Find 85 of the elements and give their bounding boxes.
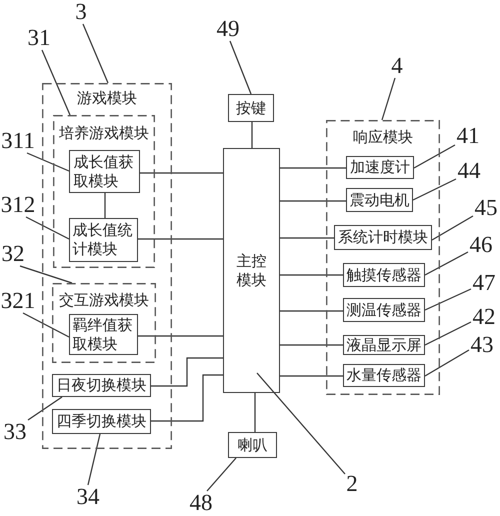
group-title: 交互游戏模块 (59, 291, 149, 309)
callout-number: 46 (468, 233, 494, 257)
leader-line (26, 152, 70, 172)
connector-line (254, 393, 256, 432)
module-label: 日夜切换模块 (56, 376, 146, 395)
module-label: 按键 (236, 98, 266, 118)
leader-line (256, 372, 346, 474)
module-label: 系统计时模块 (338, 228, 428, 247)
leader-line (229, 40, 252, 94)
module-group-frame (326, 120, 440, 395)
module-label: 成长值统计模块 (72, 221, 134, 259)
connector-line (280, 310, 343, 312)
module-group-frame (53, 115, 155, 268)
leader-line (424, 251, 468, 276)
leader-line (41, 50, 71, 116)
leader-line (22, 312, 70, 338)
module-box (343, 364, 425, 387)
module-label: 成长值获取模块 (74, 152, 134, 190)
leader-line (206, 458, 236, 492)
module-label: 液晶显示屏 (346, 336, 422, 354)
leader-line (82, 24, 109, 84)
module-box (343, 298, 425, 322)
callout-number: 32 (0, 242, 26, 266)
leader-line (424, 321, 472, 346)
callout-number: 321 (0, 289, 36, 313)
callout-number: 34 (75, 485, 101, 509)
connector-line (151, 374, 223, 422)
module-box (346, 188, 413, 212)
connector-line (280, 200, 346, 202)
module-group-frame (42, 83, 172, 449)
connector-line (280, 237, 334, 239)
module-label: 震动电机 (350, 190, 410, 210)
module-box (346, 156, 414, 179)
callout-number: 41 (455, 124, 481, 148)
module-box (69, 150, 140, 193)
module-label: 加速度计 (350, 158, 410, 177)
callout-number: 311 (0, 129, 36, 153)
leader-line (424, 288, 472, 311)
connector-line (280, 375, 343, 377)
callout-number: 33 (2, 420, 28, 444)
connector-line (280, 167, 346, 169)
leader-line (381, 78, 396, 120)
module-label: 水量传感器 (346, 366, 422, 385)
module-box (343, 263, 425, 287)
callout-number: 47 (471, 271, 497, 295)
group-title: 响应模块 (353, 128, 413, 146)
leader-line (26, 216, 70, 240)
callout-number: 3 (74, 0, 88, 24)
connector-line (151, 357, 223, 387)
module-label: 喇叭 (238, 436, 268, 454)
module-box (228, 94, 274, 122)
group-title: 培养游戏模块 (59, 124, 149, 142)
module-label: 羁绊值获取模块 (72, 316, 134, 354)
leader-line (412, 178, 456, 201)
module-label: 触摸传感器 (346, 266, 422, 284)
callout-number: 312 (0, 193, 36, 217)
callout-number: 45 (473, 196, 499, 220)
callout-number: 48 (188, 491, 214, 515)
connector-line (138, 335, 223, 337)
module-box (52, 409, 151, 434)
module-box (228, 432, 277, 458)
connector-line (280, 344, 343, 346)
group-title: 游戏模块 (77, 89, 137, 107)
callout-number: 42 (471, 305, 497, 329)
module-label: 主控模块 (236, 252, 268, 290)
connector-line (104, 193, 106, 218)
module-label: 测温传感器 (346, 300, 422, 320)
controller-box (223, 148, 280, 393)
connector-line (138, 238, 223, 240)
leader-line (424, 349, 470, 377)
leader-line (87, 434, 101, 486)
module-box (334, 225, 432, 250)
callout-number: 49 (215, 17, 241, 41)
callout-number: 2 (345, 472, 359, 496)
callout-number: 4 (390, 54, 404, 78)
leader-line (414, 144, 456, 169)
module-label: 四季切换模块 (56, 412, 146, 431)
callout-number: 43 (469, 333, 495, 357)
connector-line (280, 274, 343, 276)
module-group-frame (52, 283, 156, 363)
connector-line (140, 172, 223, 174)
connector-line (251, 122, 253, 148)
module-box (52, 374, 151, 397)
callout-number: 31 (26, 26, 52, 50)
callout-number: 44 (456, 159, 482, 183)
